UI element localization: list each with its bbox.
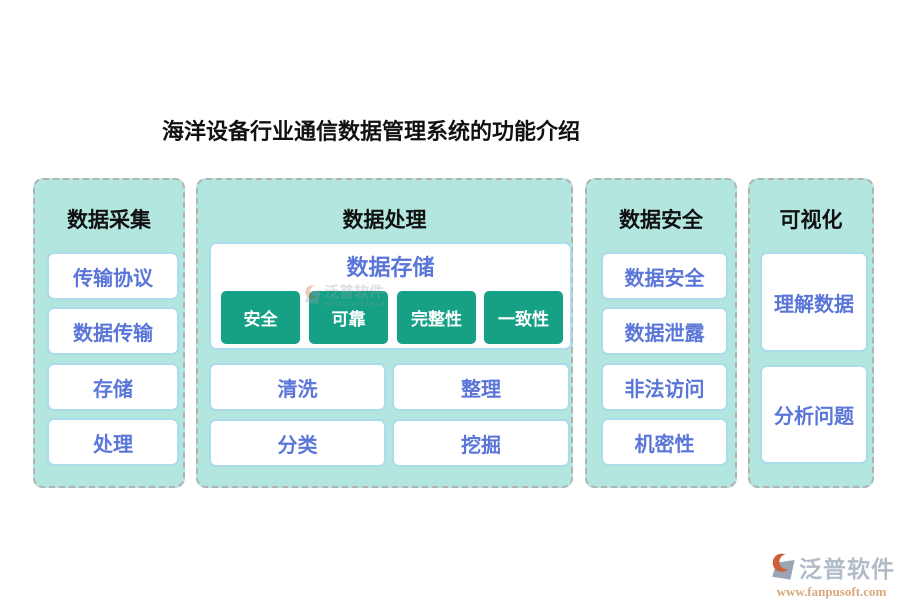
column-visualization: 可视化 理解数据 分析问题 — [748, 178, 874, 488]
tag-consistency: 一致性 — [484, 291, 563, 344]
tag-reliability: 可靠 — [309, 291, 388, 344]
card-illegal-access: 非法访问 — [601, 363, 728, 411]
column-data-processing-header: 数据处理 — [342, 208, 427, 232]
watermark-subtitle: FANPU SOFTWARE — [324, 302, 391, 308]
column-visualization-header: 可视化 — [779, 208, 843, 232]
card-storage: 存储 — [47, 363, 179, 411]
card-confidentiality: 机密性 — [601, 418, 728, 466]
card-data-transfer: 数据传输 — [47, 307, 179, 355]
card-cleaning: 清洗 — [209, 363, 386, 411]
card-classification: 分类 — [209, 419, 386, 467]
watermark-brand: 泛普软件 — [799, 557, 895, 582]
column-data-security-header: 数据安全 — [619, 208, 703, 232]
fanpu-logo-icon — [305, 284, 321, 304]
column-data-processing: 数据处理 数据存储 安全 可靠 完整性 一致性 清洗 整理 分类 挖掘 — [196, 178, 573, 488]
watermark-center: 泛普软件 FANPU SOFTWARE — [302, 281, 390, 308]
card-analyze-problems: 分析问题 — [760, 365, 868, 464]
card-mining: 挖掘 — [392, 419, 570, 467]
watermark-url: www.fanpusoft.com — [776, 584, 887, 599]
column-data-collection: 数据采集 传输协议 数据传输 存储 处理 — [33, 178, 185, 488]
page-title: 海洋设备行业通信数据管理系统的功能介绍 — [161, 119, 580, 144]
card-organizing: 整理 — [392, 363, 570, 411]
card-transfer-protocol: 传输协议 — [47, 252, 179, 300]
data-storage-title: 数据存储 — [346, 255, 435, 280]
watermark-bottom-right: 泛普软件 www.fanpusoft.com — [768, 550, 895, 600]
data-storage-group: 数据存储 安全 可靠 完整性 一致性 — [209, 242, 572, 350]
watermark-brand: 泛普软件 — [324, 285, 385, 301]
column-data-security: 数据安全 数据安全 数据泄露 非法访问 机密性 — [585, 178, 737, 488]
fanpu-logo-icon — [772, 553, 795, 580]
card-data-leak: 数据泄露 — [601, 307, 728, 355]
card-data-security: 数据安全 — [601, 252, 728, 300]
card-processing: 处理 — [47, 418, 179, 466]
column-data-collection-header: 数据采集 — [67, 208, 151, 232]
tag-integrity: 完整性 — [397, 291, 476, 344]
tag-safety: 安全 — [221, 291, 300, 344]
card-understand-data: 理解数据 — [760, 252, 868, 352]
